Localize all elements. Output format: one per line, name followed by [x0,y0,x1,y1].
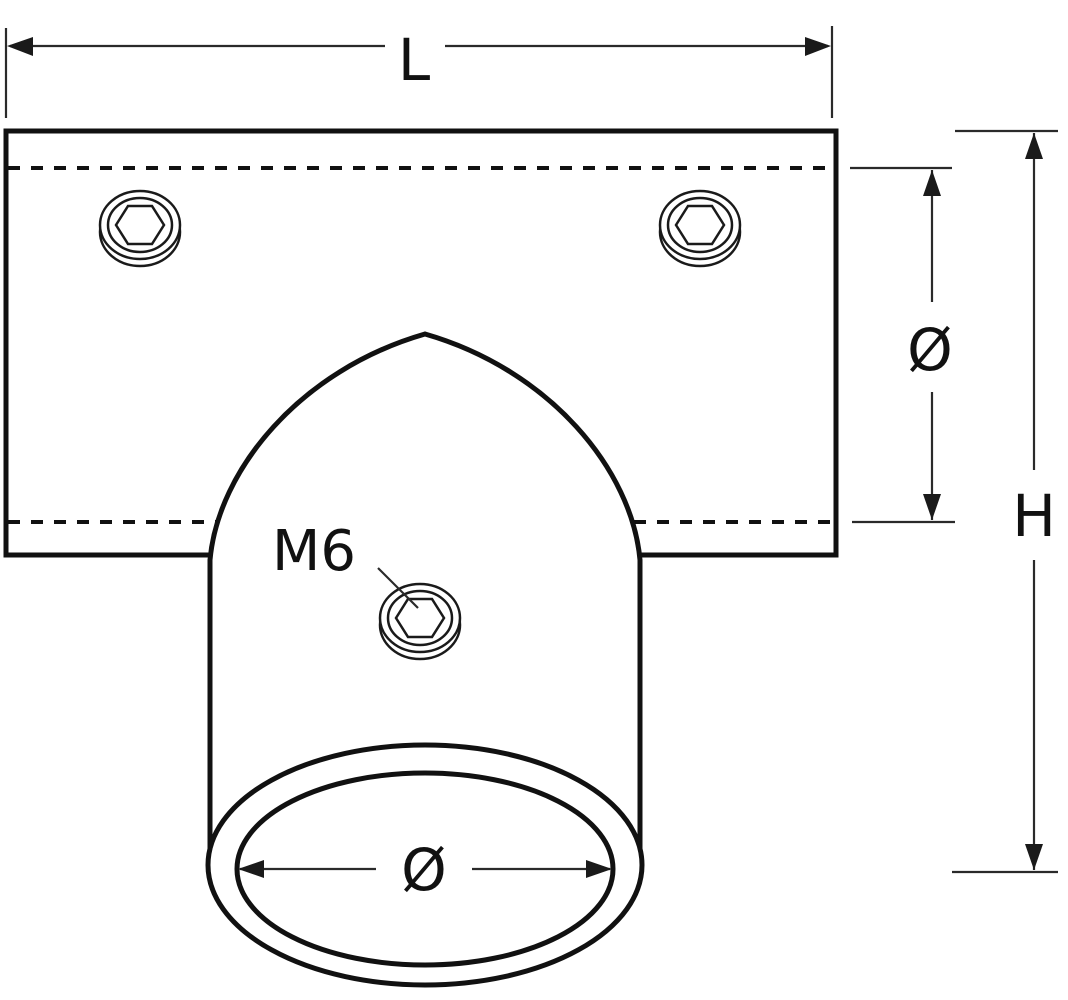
height-label: H [1012,482,1056,550]
stem-junction-mask [214,548,636,562]
branch-diameter-dimension: Ø [238,836,612,904]
arrow-left-icon [238,860,264,878]
screw-leader-line [377,567,419,609]
hex-socket-icon [394,597,446,639]
length-dimension: L [4,26,834,118]
arrow-down-icon [1025,844,1043,870]
screw-size-label: M6 [272,519,356,584]
hex-socket-icon [674,204,726,246]
hex-socket-icon [114,204,166,246]
main-diameter-label: Ø [907,316,953,384]
arrow-left-icon [7,37,33,56]
set-screw-top-right [658,189,742,268]
arrow-down-icon [923,494,941,520]
height-dimension: H [952,129,1058,874]
arrow-up-icon [923,170,941,196]
arrow-right-icon [586,860,612,878]
set-screw-top-left [98,189,182,268]
branch-tube-inner-bore [234,770,616,968]
length-label: L [398,26,430,94]
arrow-up-icon [1025,133,1043,159]
arrow-right-icon [805,37,831,56]
branch-diameter-label: Ø [401,836,447,904]
set-screw-branch [378,582,462,661]
main-diameter-dimension: Ø [850,166,955,524]
